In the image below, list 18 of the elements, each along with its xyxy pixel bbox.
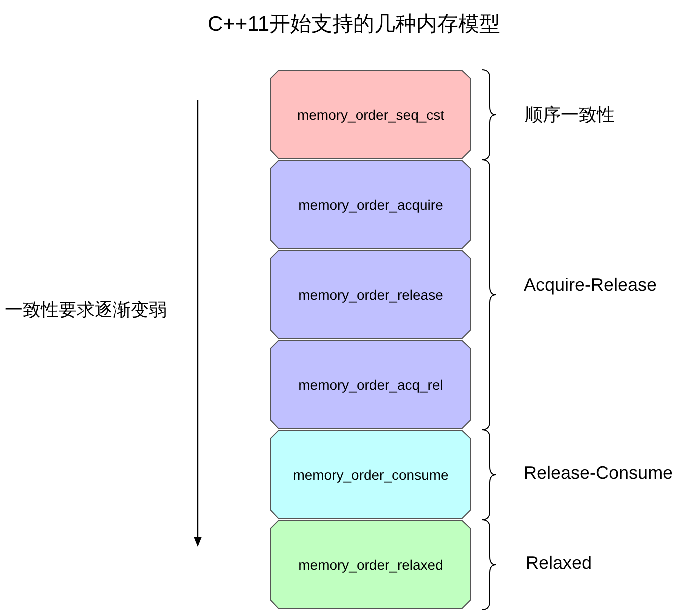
memory-order-box: [270, 430, 472, 520]
memory-order-box: [270, 70, 472, 160]
box-label: memory_order_acq_rel: [298, 377, 444, 393]
box-label: memory_order_acquire: [298, 197, 444, 213]
box-label: memory_order_consume: [293, 467, 449, 483]
direction-label: 一致性要求逐渐变弱: [5, 299, 167, 322]
group-label: Release-Consume: [524, 463, 674, 484]
group-label: Relaxed: [526, 553, 592, 574]
memory-order-box: [270, 160, 472, 250]
diagram-title: C++11开始支持的几种内存模型: [208, 12, 500, 38]
group-label: Acquire-Release: [524, 275, 658, 296]
memory-order-box: [270, 340, 472, 430]
memory-order-box: [270, 250, 472, 340]
memory-order-box: [270, 520, 472, 610]
group-label: 顺序一致性: [525, 104, 615, 127]
box-label: memory_order_relaxed: [298, 557, 444, 573]
box-label: memory_order_release: [298, 287, 444, 303]
box-label: memory_order_seq_cst: [297, 107, 445, 123]
